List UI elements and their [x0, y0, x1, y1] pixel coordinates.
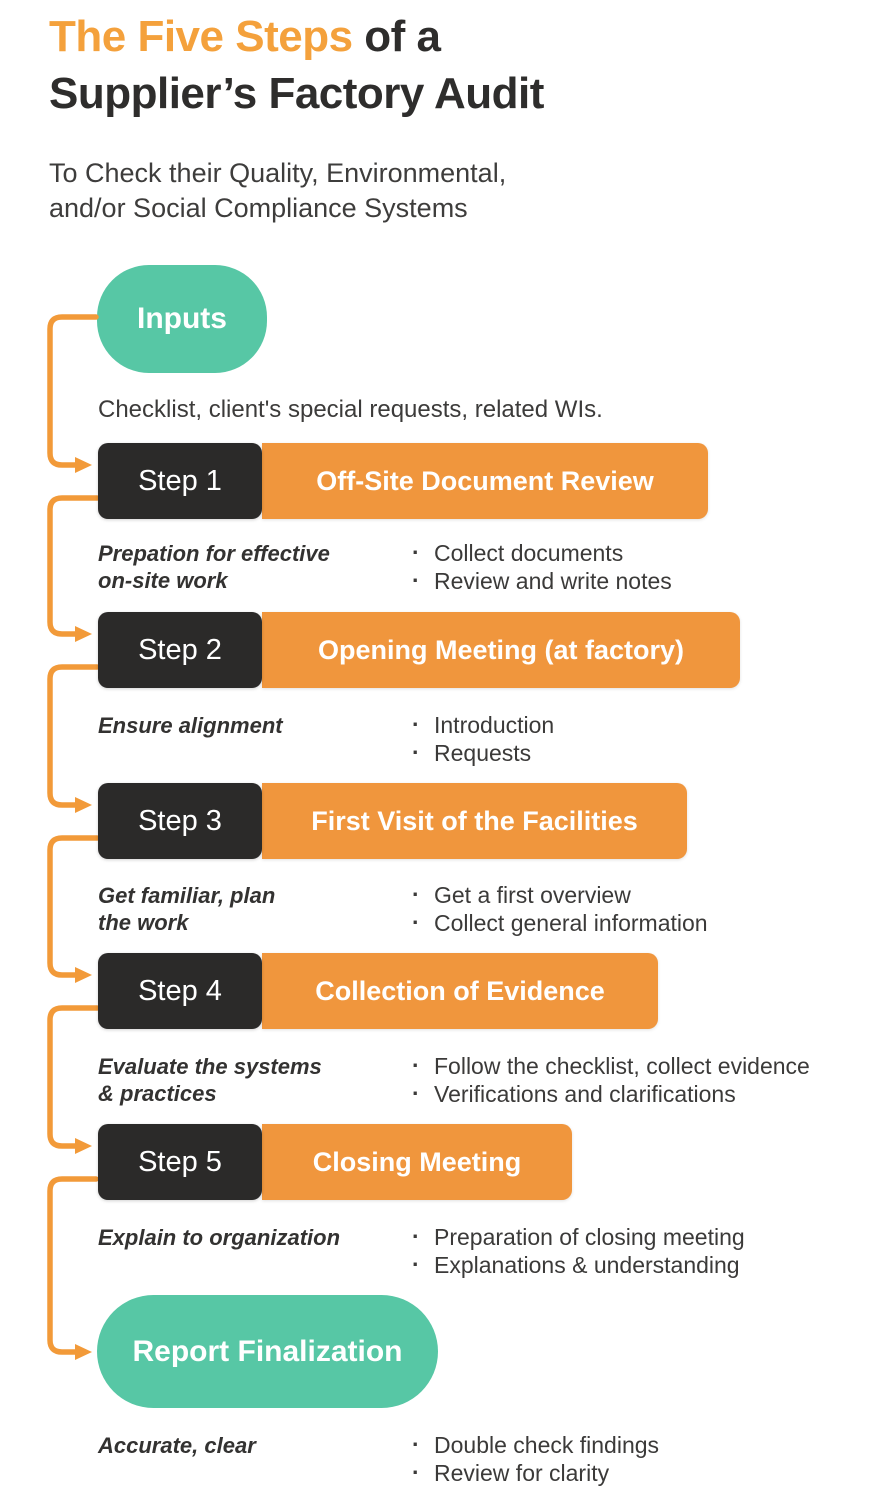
step-2-purpose: Ensure alignment — [98, 713, 283, 738]
step-4-bar: Step 4 Collection of Evidence — [98, 953, 658, 1029]
step-3-label: Step 3 — [98, 783, 262, 859]
bullet-item: Requests — [410, 739, 554, 768]
page-title: The Five Steps of a Supplier’s Factory A… — [49, 8, 544, 122]
title-highlight: The Five Steps — [49, 12, 353, 61]
bullet-item: Explanations & understanding — [410, 1251, 745, 1280]
step-2-title: Opening Meeting (at factory) — [262, 612, 740, 688]
bullet-item: Follow the checklist, collect evidence — [410, 1052, 810, 1081]
step-3-title: First Visit of the Facilities — [262, 783, 687, 859]
step-1-title: Off-Site Document Review — [262, 443, 708, 519]
step-4-purpose: Evaluate the systems & practices — [98, 1054, 322, 1106]
title-line-1: The Five Steps of a — [49, 8, 544, 65]
arrowhead-icon — [75, 626, 92, 642]
bullet-item: Preparation of closing meeting — [410, 1223, 745, 1252]
step-4-title: Collection of Evidence — [262, 953, 658, 1029]
arrowhead-icon — [75, 1344, 92, 1360]
step-2-label: Step 2 — [98, 612, 262, 688]
bullet-item: Review and write notes — [410, 567, 672, 596]
step-3-bar: Step 3 First Visit of the Facilities — [98, 783, 687, 859]
step-5-label: Step 5 — [98, 1124, 262, 1200]
bullet-item: Introduction — [410, 711, 554, 740]
curved-arrow-icon — [47, 314, 99, 468]
step-5-title: Closing Meeting — [262, 1124, 572, 1200]
step-1-label: Step 1 — [98, 443, 262, 519]
step-5-bar: Step 5 Closing Meeting — [98, 1124, 572, 1200]
step-1-bullets: Collect documents Review and write notes — [410, 539, 672, 596]
bullet-item: Collect documents — [410, 539, 672, 568]
curved-arrow-icon — [47, 1005, 100, 1149]
step-2-bar: Step 2 Opening Meeting (at factory) — [98, 612, 740, 688]
curved-arrow-icon — [47, 495, 100, 637]
bullet-item: Get a first overview — [410, 881, 708, 910]
inputs-description: Checklist, client's special requests, re… — [98, 396, 603, 423]
arrowhead-icon — [75, 457, 92, 473]
step-1-bar: Step 1 Off-Site Document Review — [98, 443, 708, 519]
bullet-item: Review for clarity — [410, 1459, 659, 1488]
bullet-item: Collect general information — [410, 909, 708, 938]
bullet-item: Verifications and clarifications — [410, 1080, 810, 1109]
page-subtitle: To Check their Quality, Environmental, a… — [49, 158, 507, 223]
title-line-2: Supplier’s Factory Audit — [49, 69, 544, 118]
report-finalization-pill: Report Finalization — [97, 1295, 438, 1408]
step-4-bullets: Follow the checklist, collect evidence V… — [410, 1052, 810, 1109]
arrowhead-icon — [75, 967, 92, 983]
arrowhead-icon — [75, 1138, 92, 1154]
step-4-label: Step 4 — [98, 953, 262, 1029]
arrowhead-icon — [75, 797, 92, 813]
inputs-pill: Inputs — [97, 265, 267, 373]
final-bullets: Double check findings Review for clarity — [410, 1431, 659, 1488]
step-2-bullets: Introduction Requests — [410, 711, 554, 768]
curved-arrow-icon — [47, 664, 100, 808]
step-3-purpose: Get familiar, plan the work — [98, 883, 276, 935]
step-5-purpose: Explain to organization — [98, 1225, 341, 1250]
title-rest: of a — [352, 12, 441, 61]
curved-arrow-icon — [47, 1176, 99, 1355]
final-purpose: Accurate, clear — [98, 1433, 256, 1458]
bullet-item: Double check findings — [410, 1431, 659, 1460]
curved-arrow-icon — [47, 835, 100, 978]
step-3-bullets: Get a first overview Collect general inf… — [410, 881, 708, 938]
step-1-purpose: Prepation for effective on-site work — [98, 541, 330, 593]
step-5-bullets: Preparation of closing meeting Explanati… — [410, 1223, 745, 1280]
